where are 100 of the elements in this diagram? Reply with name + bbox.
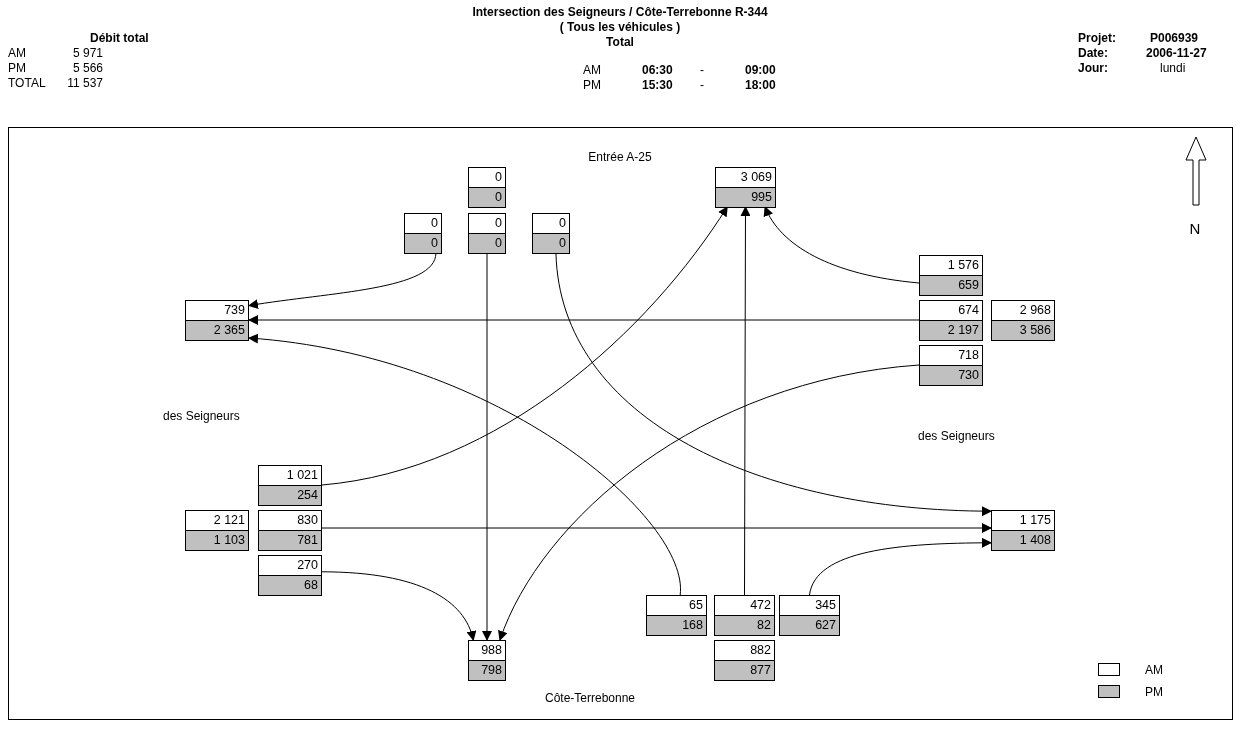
row-label: TOTAL xyxy=(8,76,46,90)
am-count: 882 xyxy=(749,642,772,659)
field-value: lundi xyxy=(1160,61,1186,75)
flow-arrow xyxy=(248,315,920,325)
table-header: Débit total xyxy=(90,31,149,45)
flow-arrow xyxy=(764,206,920,284)
pm-count: 781 xyxy=(259,530,321,550)
pm-count: 0 xyxy=(533,233,569,253)
count-box xyxy=(779,595,840,636)
flow-arrow xyxy=(248,334,681,596)
am-count: 739 xyxy=(223,302,246,319)
pm-count: 2 365 xyxy=(186,320,248,340)
street-name: des Seigneurs xyxy=(918,429,995,443)
flow-arrow xyxy=(482,252,492,641)
legend-label: PM xyxy=(1145,685,1163,699)
flow-arrow xyxy=(740,206,751,596)
count-box xyxy=(185,510,249,551)
row-label: AM xyxy=(583,63,601,77)
flow-arrow xyxy=(321,571,476,641)
legend-label: AM xyxy=(1145,663,1163,677)
am-count: 830 xyxy=(296,512,319,529)
pm-count: 0 xyxy=(405,233,441,253)
am-count: 472 xyxy=(749,597,772,614)
am-count: 2 968 xyxy=(1018,302,1052,319)
count-box xyxy=(991,300,1055,341)
am-count: 1 175 xyxy=(1018,512,1052,529)
am-count: 0 xyxy=(494,169,503,186)
flow-arrow xyxy=(321,523,992,533)
count-box xyxy=(468,640,506,681)
pm-count: 0 xyxy=(469,233,505,253)
count-box xyxy=(714,595,775,636)
flow-arrow xyxy=(321,206,728,486)
field-label: Jour: xyxy=(1078,61,1108,75)
count-box xyxy=(715,167,776,208)
count-box xyxy=(468,167,506,208)
street-name: des Seigneurs xyxy=(163,409,240,423)
pm-count: 798 xyxy=(469,660,505,680)
count-box xyxy=(258,555,322,596)
count-box xyxy=(919,300,983,341)
count-box xyxy=(919,345,983,386)
am-count: 0 xyxy=(430,215,439,232)
time: 15:30 xyxy=(642,78,673,92)
am-count: 65 xyxy=(688,597,704,614)
count-box xyxy=(714,640,775,681)
time: 18:00 xyxy=(745,78,776,92)
count-box xyxy=(258,465,322,506)
value: 5 566 xyxy=(72,61,103,75)
pm-count: 82 xyxy=(715,615,774,635)
value: 5 971 xyxy=(72,46,103,60)
am-count: 345 xyxy=(814,597,837,614)
pm-count: 168 xyxy=(647,615,706,635)
street-name: Entrée A-25 xyxy=(588,150,652,164)
subtitle: Total xyxy=(606,35,634,49)
field-label: Date: xyxy=(1078,46,1108,60)
count-box xyxy=(404,213,442,254)
count-box xyxy=(468,213,506,254)
pm-count: 68 xyxy=(259,575,321,595)
flow-arrow xyxy=(498,364,920,641)
pm-count: 0 xyxy=(469,187,505,207)
count-box xyxy=(258,510,322,551)
time: 09:00 xyxy=(745,63,776,77)
am-count: 2 121 xyxy=(212,512,246,529)
pm-count: 3 586 xyxy=(992,320,1054,340)
subtitle: ( Tous les véhicules ) xyxy=(559,20,681,34)
pm-count: 995 xyxy=(716,187,775,207)
flow-arrow xyxy=(248,252,437,310)
pm-count: 730 xyxy=(920,365,982,385)
am-count: 0 xyxy=(494,215,503,232)
separator: - xyxy=(700,63,704,77)
pm-count: 254 xyxy=(259,485,321,505)
pm-count: 2 197 xyxy=(920,320,982,340)
value: 11 537 xyxy=(67,76,103,90)
separator: - xyxy=(700,78,704,92)
count-box xyxy=(991,510,1055,551)
count-box xyxy=(185,300,249,341)
count-box xyxy=(919,255,983,296)
am-count: 0 xyxy=(558,215,567,232)
row-label: AM xyxy=(8,46,26,60)
flow-arrow xyxy=(555,252,992,516)
street-name: Côte-Terrebonne xyxy=(544,691,636,705)
am-count: 3 069 xyxy=(739,169,773,186)
pm-count: 659 xyxy=(920,275,982,295)
field-value: 2006-11-27 xyxy=(1146,46,1207,60)
field-label: Projet: xyxy=(1078,31,1116,45)
count-box xyxy=(646,595,707,636)
time: 06:30 xyxy=(642,63,673,77)
am-count: 718 xyxy=(957,347,980,364)
am-count: 270 xyxy=(296,557,319,574)
count-box xyxy=(532,213,570,254)
north-label: N xyxy=(1189,222,1201,236)
title: Intersection des Seigneurs / Côte-Terrebonne R-344 xyxy=(472,5,768,19)
flow-arrow xyxy=(809,537,992,596)
am-count: 1 576 xyxy=(946,257,980,274)
am-count: 674 xyxy=(957,302,980,319)
row-label: PM xyxy=(583,78,601,92)
am-count: 988 xyxy=(480,642,503,659)
pm-count: 1 103 xyxy=(186,530,248,550)
pm-count: 877 xyxy=(715,660,774,680)
row-label: PM xyxy=(8,61,26,75)
pm-count: 1 408 xyxy=(992,530,1054,550)
